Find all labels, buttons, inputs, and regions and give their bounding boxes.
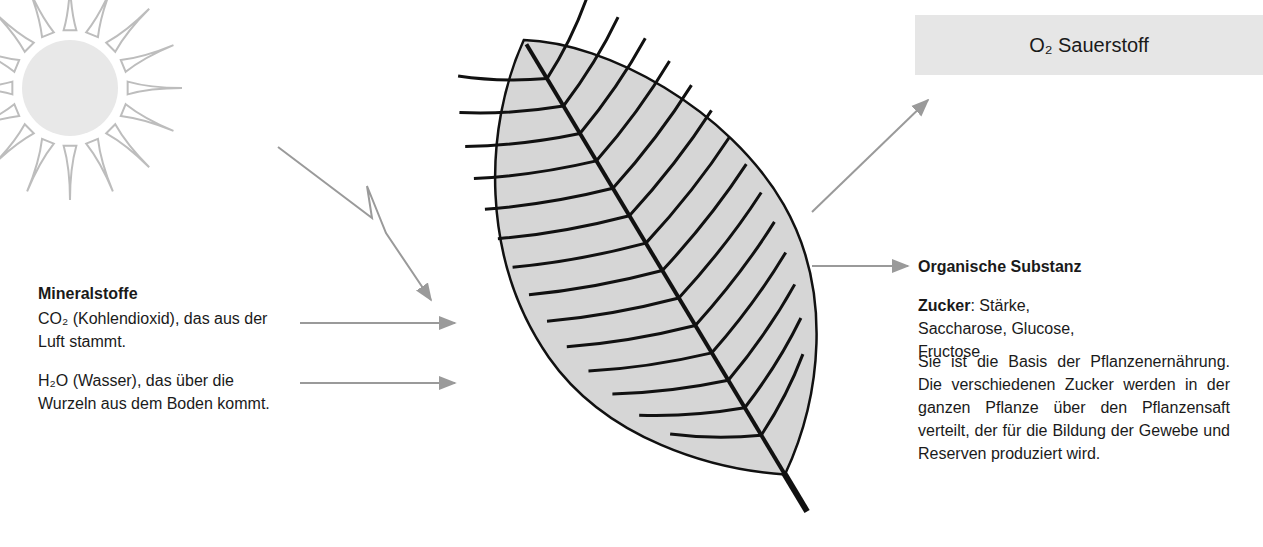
input-arrow bbox=[300, 322, 455, 324]
body-text: Sie ist die Basis der Pflanzenernährung.… bbox=[918, 350, 1230, 465]
term-line: Zucker: Stärke, Saccharose, Glucose, Fru… bbox=[918, 294, 1118, 363]
term: Zucker bbox=[918, 297, 970, 314]
input-text: H₂O (Wasser), das über die Wurzeln aus d… bbox=[38, 369, 278, 415]
sun-symbol bbox=[0, 0, 182, 200]
leaf-drawing bbox=[400, 0, 925, 547]
input-arrow bbox=[300, 382, 455, 384]
box-label: O₂ Sauerstoff bbox=[1029, 34, 1149, 57]
output-arrow bbox=[812, 100, 928, 212]
input-text: CO₂ (Kohlendioxid), das aus der Luft sta… bbox=[38, 307, 278, 353]
group-heading: Mineralstoffe bbox=[38, 282, 278, 305]
group-heading: Organische Substanz bbox=[918, 255, 1238, 278]
output-arrow bbox=[812, 265, 908, 267]
output-box: O₂ Sauerstoff bbox=[915, 15, 1263, 75]
light-arrow bbox=[278, 147, 431, 300]
